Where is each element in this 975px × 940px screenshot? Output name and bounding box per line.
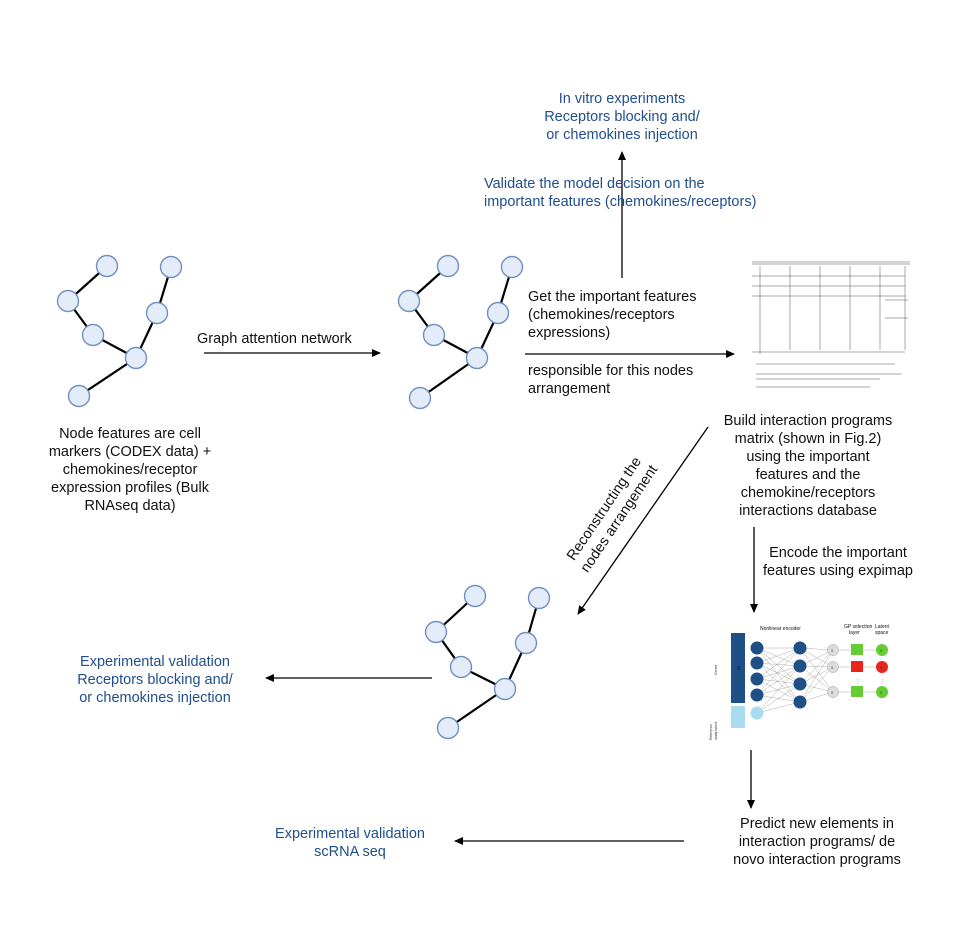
important-features-label: Get the important features (chemokines/r… xyxy=(528,289,697,341)
expimap-thumbnail: X Genes Reference study labels xyxy=(709,624,890,740)
latent-symbol-3: S xyxy=(880,691,883,695)
experimental-validation-receptors-label: Experimental validation Receptors blocki… xyxy=(77,654,233,706)
encode-label: Encode the important features using expi… xyxy=(763,545,913,579)
latent-symbol-2: S xyxy=(880,666,883,670)
gat-label: Graph attention network xyxy=(197,331,352,347)
latent-space-label-2: space xyxy=(875,630,889,636)
node-features-label: Node features are cell markers (CODEX da… xyxy=(48,426,212,514)
nonlinear-encoder-label: Nonlinear encoder xyxy=(760,626,801,632)
expimap-ref-label-1: Reference xyxy=(709,724,713,740)
gp-dots: ⋮ xyxy=(855,679,860,685)
gp-symbol-3: S xyxy=(831,691,834,695)
gp-selection-label-1: GP selection xyxy=(844,624,872,630)
latent-space-label-1: Latent xyxy=(875,624,890,630)
input-graph xyxy=(56,254,183,408)
gp-symbol-2: S xyxy=(831,666,834,670)
latent-dots: ⋮ xyxy=(880,679,885,685)
expimap-ref-label-2: study labels xyxy=(714,721,718,740)
interaction-matrix-thumbnail xyxy=(747,257,917,388)
responsible-label: responsible for this nodes arrangement xyxy=(528,363,694,397)
expimap-genes-label: Genes xyxy=(714,664,718,675)
gp-symbol-1: S xyxy=(831,649,834,653)
reconstructed-graph xyxy=(424,584,551,740)
validate-label: Validate the model decision on the impor… xyxy=(484,176,757,210)
expimap-x-symbol: X xyxy=(737,666,741,672)
arrow-reconstruct xyxy=(577,426,709,615)
latent-symbol-1: S xyxy=(880,649,883,653)
build-matrix-label: Build interaction programs matrix (shown… xyxy=(723,413,893,519)
attention-graph xyxy=(397,254,524,410)
in-vitro-label: In vitro experiments Receptors blocking … xyxy=(544,91,700,143)
experimental-validation-scrna-label: Experimental validation scRNA seq xyxy=(275,826,425,860)
gp-selection-label-2: layer xyxy=(849,630,860,636)
predict-label: Predict new elements in interaction prog… xyxy=(733,816,901,868)
